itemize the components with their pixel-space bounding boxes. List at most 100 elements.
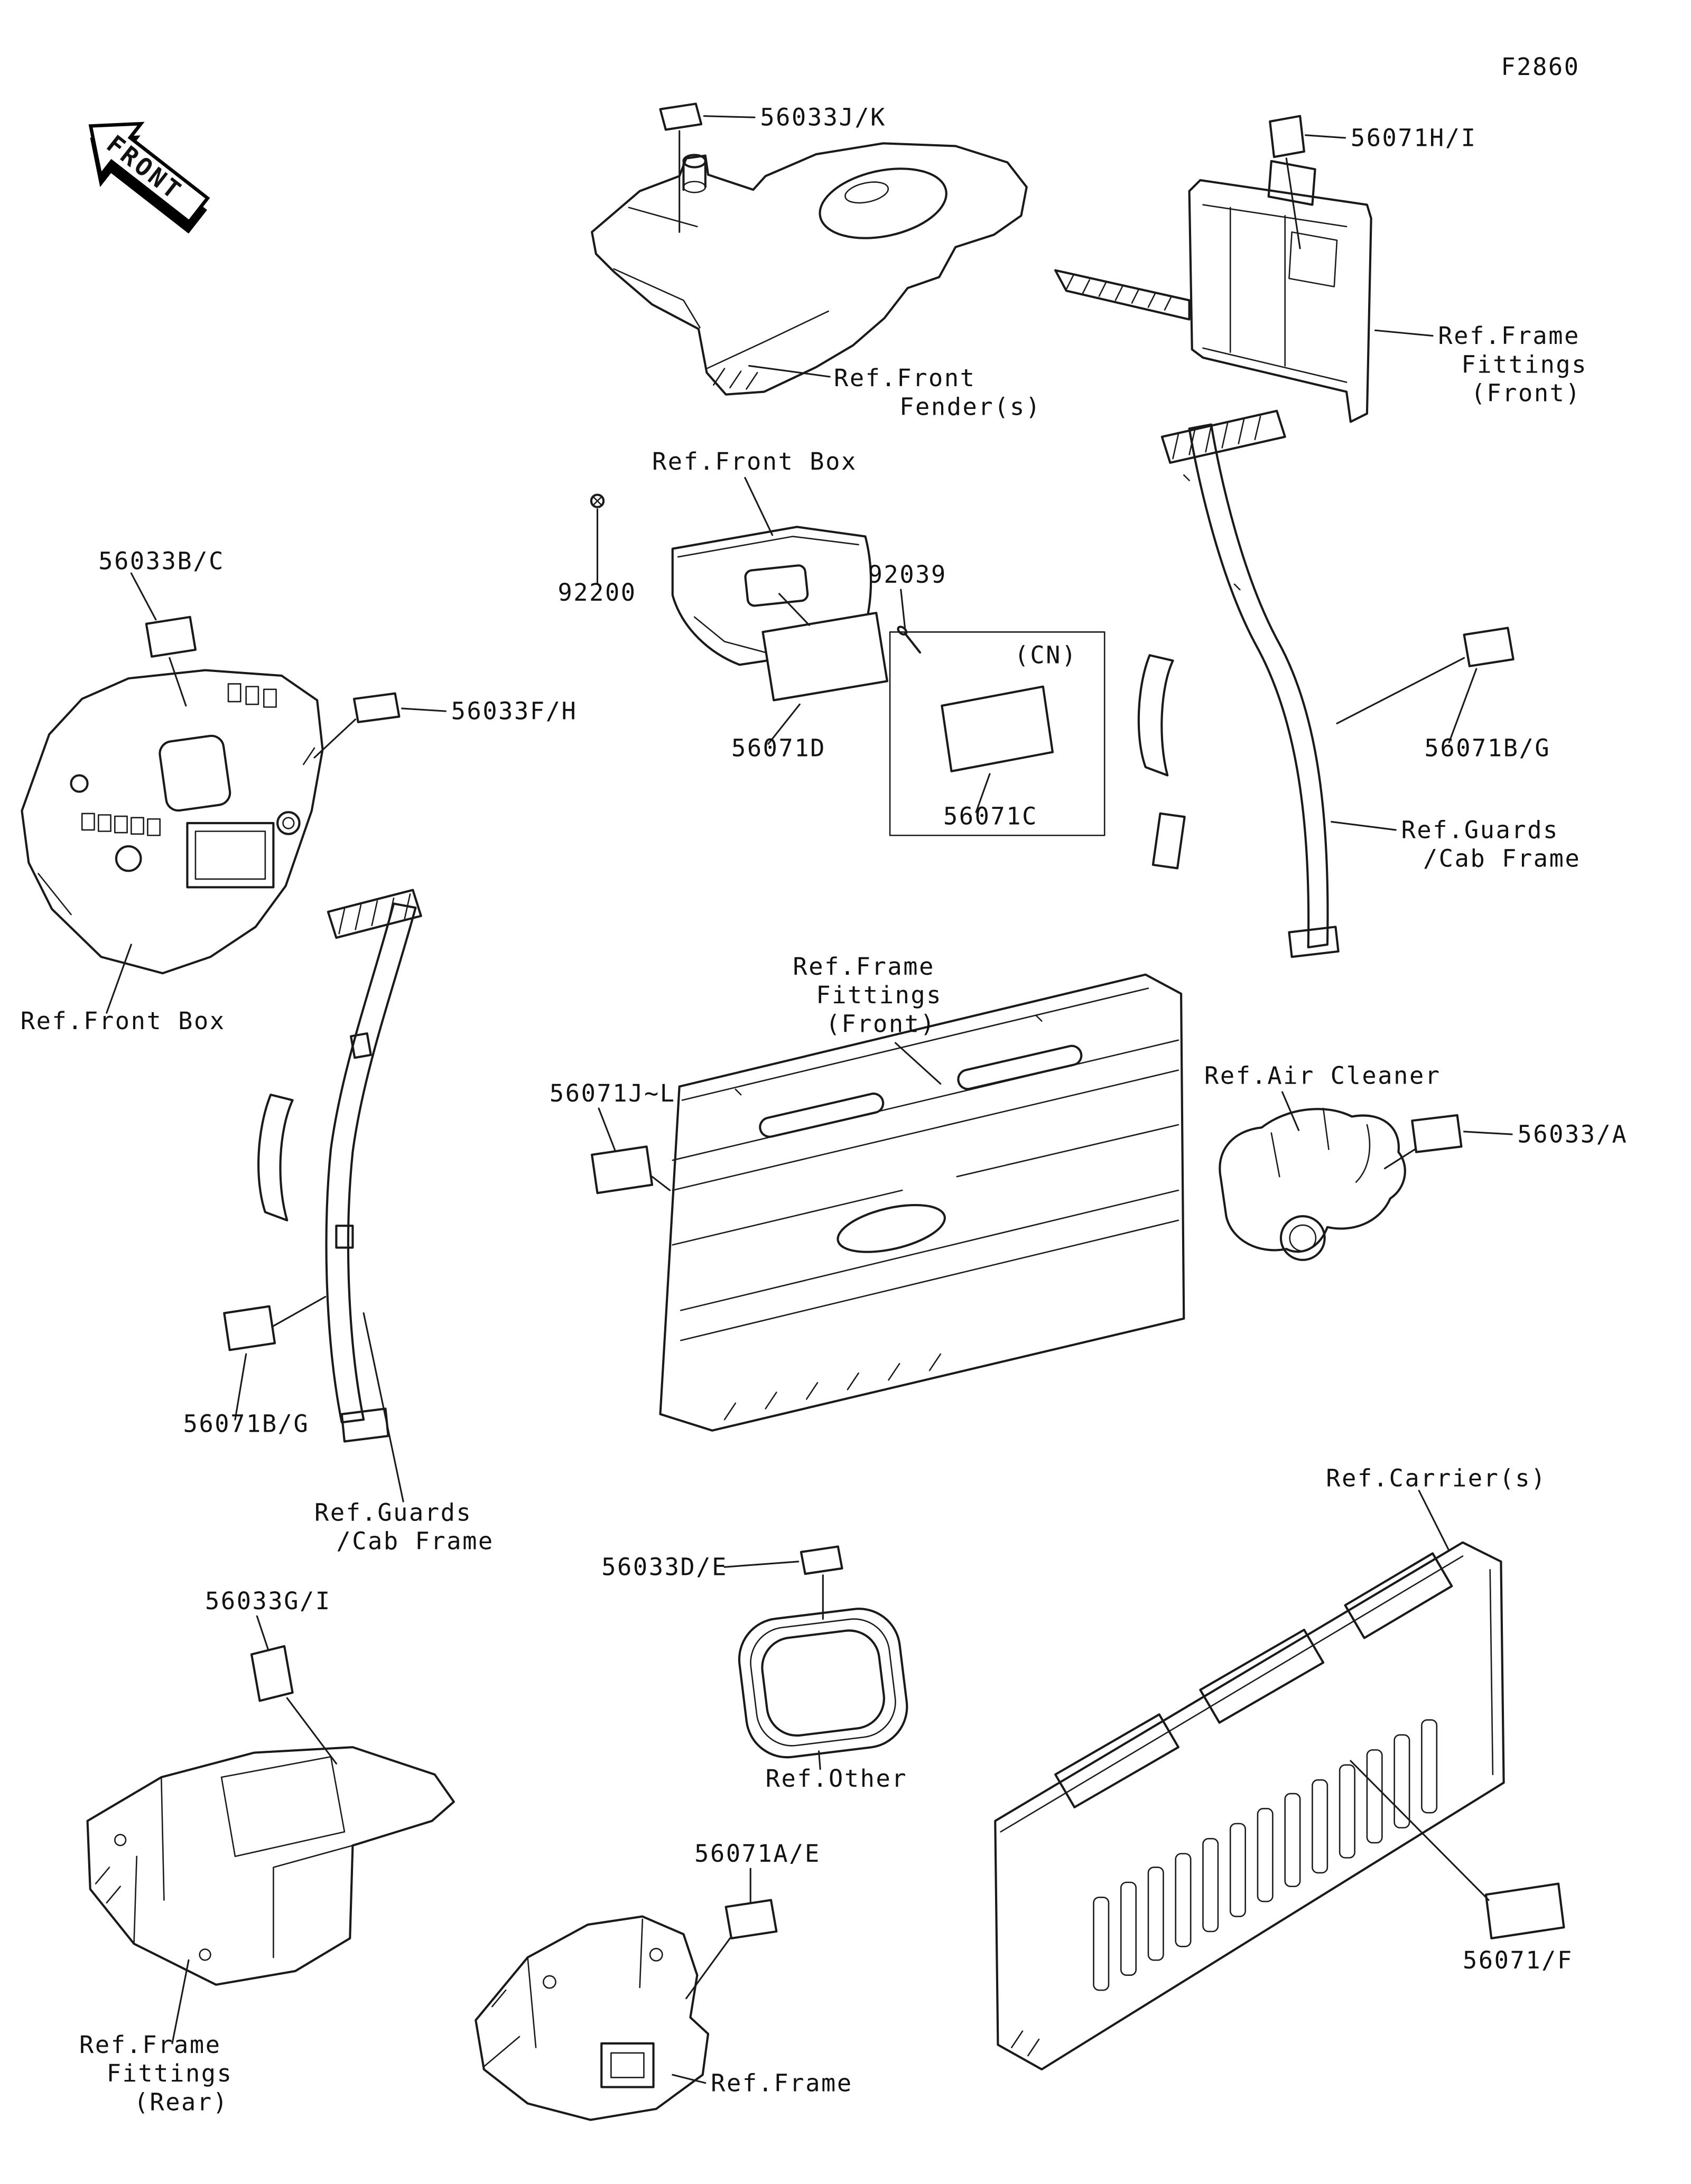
frame-fittings-rear-details (133, 1756, 354, 1958)
frame-hitch-outline (475, 1915, 710, 2121)
decal-56033jk (659, 102, 703, 131)
ref-guards-left-line2: /Cab Frame (336, 1527, 494, 1555)
frame-fittings-front-outline (1188, 179, 1372, 423)
air-cleaner-outlet (1279, 1215, 1326, 1261)
label-56033bc: 56033B/C (98, 547, 225, 575)
label-56071hi: 56071H/I (1351, 124, 1477, 152)
ref-frame-fittings-mid-line1: Ref.Frame (793, 953, 935, 981)
ref-front-box-top: Ref.Front Box (652, 447, 857, 475)
other-gasket-inner (761, 1629, 885, 1737)
label-56033de: 56033D/E (601, 1553, 728, 1581)
ref-guards-right-line1: Ref.Guards (1401, 816, 1559, 844)
cab-frame-left-crossbar-hatch (338, 893, 411, 935)
label-92200: 92200 (558, 578, 636, 606)
label-56033gi: 56033G/I (205, 1587, 331, 1615)
leader-ref-other (818, 1750, 821, 1770)
cn-box (889, 631, 1105, 836)
decal-56033a (1411, 1114, 1463, 1153)
carrier-part (994, 1541, 1505, 2071)
front-box-panel-screen (186, 822, 275, 889)
ref-frame-fittings-top-line1: Ref.Frame (1438, 322, 1580, 350)
cab-frame-left-foot (340, 1407, 389, 1443)
air-cleaner-outline (1219, 1108, 1406, 1253)
leader-56033jk (679, 115, 756, 233)
decal-56071d (761, 612, 888, 702)
decal-56033bc (145, 615, 197, 658)
leader-56071jl (598, 1107, 671, 1191)
decal-56033gi (250, 1645, 294, 1702)
frame-fittings-rear-holes (114, 1834, 211, 1961)
leader-56033gi (256, 1615, 337, 1765)
ref-carrier: Ref.Carrier(s) (1326, 1464, 1547, 1492)
air-cleaner-part (1219, 1107, 1406, 1261)
cab-frame-right-handle (1137, 654, 1174, 777)
decal-56071ae (724, 1899, 778, 1939)
air-cleaner-outlet-inner (1289, 1224, 1317, 1252)
leader-ref-carrier (1418, 1489, 1450, 1552)
frame-fittings-front-details (1202, 204, 1348, 383)
frame-fittings-mid-outline (659, 973, 1185, 1432)
frame-hitch-holes (543, 1948, 663, 1989)
frame-hitch-receiver (600, 2042, 655, 2088)
leader-ref-frame (672, 2074, 707, 2084)
frame-fittings-mid-hatch (723, 1353, 942, 1421)
front-arrow: FRONT (88, 122, 210, 234)
front-box-panel-switches (81, 683, 277, 836)
front-fender-post (682, 154, 707, 193)
carrier-openings (1054, 1552, 1453, 1808)
other-gasket-part (738, 1608, 908, 1759)
ref-frame-fittings-mid-line2: Fittings (816, 981, 942, 1009)
carrier-top-edge (1000, 1555, 1494, 1833)
cab-frame-right-bracket (1151, 812, 1186, 870)
ref-frame: Ref.Frame (711, 2069, 853, 2097)
leader-ref-frame-fittings-mid (894, 1042, 942, 1085)
front-arrow-shape (88, 122, 210, 225)
ref-front-box-left: Ref.Front Box (21, 1007, 226, 1035)
front-box-panel-contours (38, 747, 315, 916)
front-fender-part (591, 142, 1028, 396)
label-56071ae: 56071A/E (694, 1840, 821, 1868)
leader-ref-front-box-left (106, 944, 132, 1014)
ref-front-fender-line1: Ref.Front (834, 364, 976, 392)
carrier-hatch (1011, 2030, 1040, 2057)
decal-56033fh (352, 692, 401, 723)
label-56071f: 56071/F (1463, 1946, 1573, 1974)
decal-56071jl (591, 1145, 654, 1194)
leader-ref-front-box-top (744, 477, 774, 536)
frame-hitch-details (483, 1918, 644, 2068)
page-code: F2860 (1501, 53, 1579, 81)
ref-frame-fittings-top-line2: Fittings (1461, 350, 1587, 378)
decal-56071f (1484, 1882, 1565, 1939)
frame-fittings-rear-part (86, 1746, 455, 1986)
frame-fittings-mid-hole (837, 1203, 946, 1253)
front-box-lid-edge (677, 536, 859, 558)
leader-56033fh (313, 707, 447, 759)
other-gasket-mid (750, 1618, 896, 1747)
frame-fittings-front-panel-part (1054, 160, 1372, 423)
front-box-panel-part (21, 669, 324, 975)
cab-frame-right-crossbar-hatch (1172, 415, 1261, 460)
ref-air-cleaner: Ref.Air Cleaner (1204, 1062, 1441, 1090)
ref-frame-fittings-top-line3: (Front) (1471, 379, 1582, 407)
ref-guards-left-line1: Ref.Guards (314, 1498, 472, 1526)
carrier-outline (994, 1541, 1505, 2071)
front-fender-outline (591, 142, 1028, 396)
cab-frame-right-foot (1288, 926, 1340, 958)
carrier-slats (1093, 1719, 1438, 1991)
frame-fittings-mid-ribs (672, 987, 1179, 1341)
label-56033a: 56033/A (1517, 1121, 1628, 1149)
ref-front-fender-line2: Fender(s) (899, 393, 1042, 421)
leader-ref-front-fender (748, 365, 831, 378)
label-92039: 92039 (868, 561, 947, 589)
label-56071c: 56071C (943, 802, 1038, 830)
pin-92039 (897, 626, 922, 654)
other-gasket-outer (738, 1608, 908, 1759)
decal-56071c (941, 685, 1054, 772)
leader-56033a (1383, 1131, 1513, 1170)
cab-frame-left-crossbar (327, 889, 422, 939)
front-box-lid-curve (693, 616, 766, 654)
ref-guards-right-line2: /Cab Frame (1423, 845, 1581, 873)
front-fender-details (613, 207, 829, 390)
